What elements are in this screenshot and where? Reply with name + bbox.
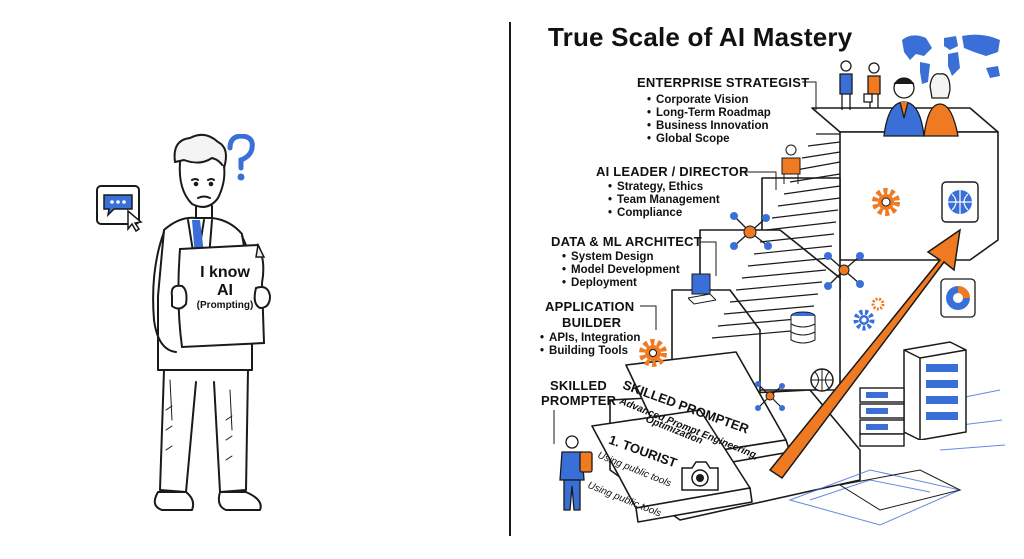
level-leader-title: AI LEADER / DIRECTOR	[596, 164, 749, 179]
pie-chart-icon	[940, 278, 976, 318]
server-rack-icon	[903, 341, 967, 440]
list-item: APIs, Integration	[540, 332, 640, 345]
list-item: Team Management	[608, 194, 720, 207]
level-enterprise-title: ENTERPRISE STRATEGIST	[637, 75, 810, 90]
list-item: System Design	[562, 251, 680, 264]
network-graph-icon-2	[824, 252, 864, 290]
list-item: Corporate Vision	[647, 94, 771, 107]
sign-line2: AI	[217, 282, 233, 299]
level-builder-items: APIs, Integration Building Tools	[540, 332, 640, 358]
gear-icon-builder	[639, 339, 667, 367]
server-stack-icon	[859, 387, 905, 447]
leader-person-icon	[781, 144, 801, 184]
level-architect-title: DATA & ML ARCHITECT	[551, 234, 702, 249]
list-item: Deployment	[562, 277, 680, 290]
world-map-icon	[902, 34, 1000, 84]
tourist-person-icon	[559, 435, 593, 511]
panel-divider	[509, 22, 511, 536]
globe-icon-small	[810, 368, 834, 392]
network-graph-icon-3	[755, 381, 785, 411]
gear-icon	[872, 188, 900, 216]
level-enterprise-items: Corporate Vision Long-Term Roadmap Busin…	[647, 94, 771, 146]
executives-group	[839, 60, 959, 137]
level-prompter-title-line1: SKILLED	[550, 378, 608, 393]
database-icon	[790, 311, 816, 344]
label-connectors	[553, 81, 817, 444]
list-item: Model Development	[562, 264, 680, 277]
gear-icon-small	[853, 309, 875, 331]
list-item: Compliance	[608, 207, 720, 220]
sign-line1: I know	[200, 264, 250, 281]
list-item: Business Innovation	[647, 120, 771, 133]
level-builder-title-line1: APPLICATION	[545, 299, 635, 314]
sign-line3: (Prompting)	[196, 300, 254, 311]
level-prompter-title-line2: PROMPTER	[541, 393, 617, 408]
laptop-icon	[688, 273, 716, 305]
list-item: Strategy, Ethics	[608, 181, 720, 194]
level-builder-title-line2: BUILDER	[562, 315, 622, 330]
list-item: Long-Term Roadmap	[647, 107, 771, 120]
level-architect-items: System Design Model Development Deployme…	[562, 251, 680, 290]
question-mark-icon	[227, 134, 255, 181]
camera-icon	[681, 461, 719, 491]
list-item: Global Scope	[647, 133, 771, 146]
list-item: Building Tools	[540, 345, 640, 358]
globe-icon	[941, 181, 979, 223]
network-graph-icon	[730, 212, 772, 250]
paper-sign	[177, 243, 266, 349]
diagram-title: True Scale of AI Mastery	[548, 22, 853, 52]
hands	[170, 284, 272, 310]
chat-bubble-icon	[96, 185, 143, 233]
gear-icon-orange-small	[871, 297, 885, 311]
level-leader-items: Strategy, Ethics Team Management Complia…	[608, 181, 720, 220]
